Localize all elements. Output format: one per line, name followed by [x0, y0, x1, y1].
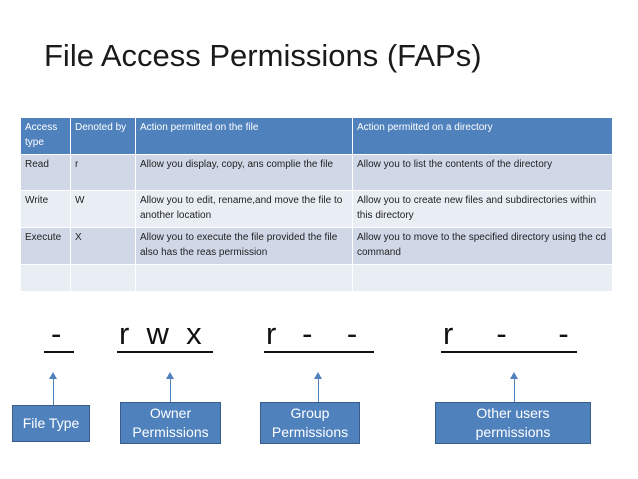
cell-denoted-by: X	[70, 227, 136, 265]
group-box: Group Permissions	[260, 402, 360, 444]
cell-access-type: Write	[20, 190, 71, 228]
owner-arrow-head	[166, 372, 174, 379]
other-arrow	[514, 378, 515, 402]
permissions-table: Access type Denoted by Action permitted …	[20, 117, 613, 292]
group-arrow	[318, 378, 319, 402]
group-label: Group Permissions	[271, 405, 349, 440]
other-underline	[441, 351, 577, 353]
group-permission-string: r - -	[266, 316, 358, 351]
table-row: Read r Allow you display, copy, ans comp…	[20, 154, 613, 191]
table-header-row: Access type Denoted by Action permitted …	[20, 117, 613, 155]
header-access-type: Access type	[20, 117, 71, 155]
file-type-arrow-head	[49, 372, 57, 379]
file-type-symbol: -	[51, 316, 62, 351]
cell-action-directory: Allow you to create new files and subdir…	[352, 190, 613, 228]
file-type-underline	[44, 351, 74, 353]
cell-empty	[70, 264, 136, 292]
slide-title: File Access Permissions (FAPs)	[44, 38, 482, 73]
cell-action-file: Allow you to edit, rename,and move the f…	[135, 190, 353, 228]
header-action-file: Action permitted on the file	[135, 117, 353, 155]
other-label: Other users permissions	[475, 405, 551, 440]
other-permission-string: r - -	[443, 316, 569, 351]
table-row: Write W Allow you to edit, rename,and mo…	[20, 190, 613, 228]
cell-access-type: Read	[20, 154, 71, 191]
cell-empty	[135, 264, 353, 292]
owner-box: Owner Permissions	[120, 402, 221, 444]
file-type-label: File Type	[22, 415, 80, 432]
cell-denoted-by: r	[70, 154, 136, 191]
cell-action-directory: Allow you to move to the specified direc…	[352, 227, 613, 265]
header-action-directory: Action permitted on a directory	[352, 117, 613, 155]
other-arrow-head	[510, 372, 518, 379]
cell-action-directory: Allow you to list the contents of the di…	[352, 154, 613, 191]
owner-arrow	[170, 378, 171, 402]
cell-action-file: Allow you display, copy, ans complie the…	[135, 154, 353, 191]
cell-access-type: Execute	[20, 227, 71, 265]
owner-underline	[117, 351, 213, 353]
header-denoted-by: Denoted by	[70, 117, 136, 155]
other-box: Other users permissions	[435, 402, 591, 444]
owner-permission-string: r w x	[119, 316, 202, 351]
file-type-box: File Type	[12, 405, 90, 442]
cell-empty	[352, 264, 613, 292]
group-underline	[264, 351, 374, 353]
table-row: Execute X Allow you to execute the file …	[20, 227, 613, 265]
cell-denoted-by: W	[70, 190, 136, 228]
cell-action-file: Allow you to execute the file provided t…	[135, 227, 353, 265]
cell-empty	[20, 264, 71, 292]
file-type-arrow	[53, 378, 54, 406]
group-arrow-head	[314, 372, 322, 379]
table-row	[20, 264, 613, 292]
owner-label: Owner Permissions	[132, 405, 209, 440]
